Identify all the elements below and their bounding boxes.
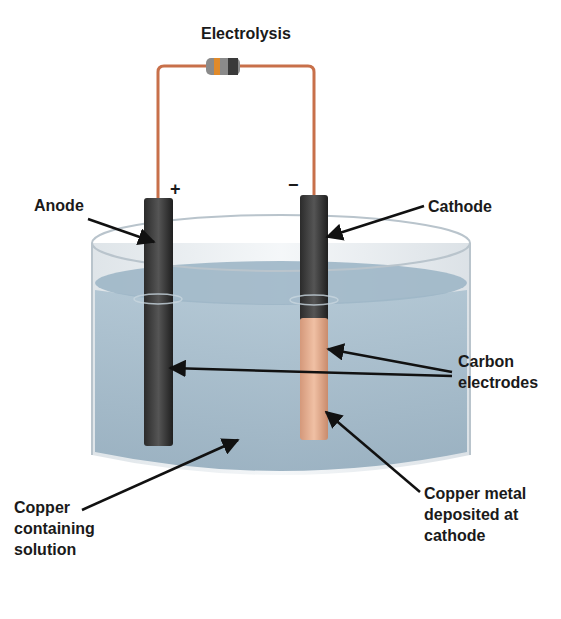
part-label: Copper containing solution (14, 498, 114, 560)
part-label: Anode (34, 196, 84, 217)
part-label: Copper metal deposited at cathode (424, 484, 542, 546)
resistor-symbol (206, 58, 240, 75)
anode-electrode (144, 198, 173, 446)
wire (158, 66, 208, 198)
cathode-electrode (300, 195, 328, 321)
wire (238, 66, 314, 198)
polarity-sign: + (170, 178, 181, 201)
polarity-sign: − (288, 174, 299, 197)
leader-line (82, 206, 452, 510)
diagram-title: Electrolysis (201, 24, 291, 45)
part-label: Carbon electrodes (458, 352, 556, 394)
part-label: Cathode (428, 197, 492, 218)
copper-deposit (300, 318, 328, 440)
